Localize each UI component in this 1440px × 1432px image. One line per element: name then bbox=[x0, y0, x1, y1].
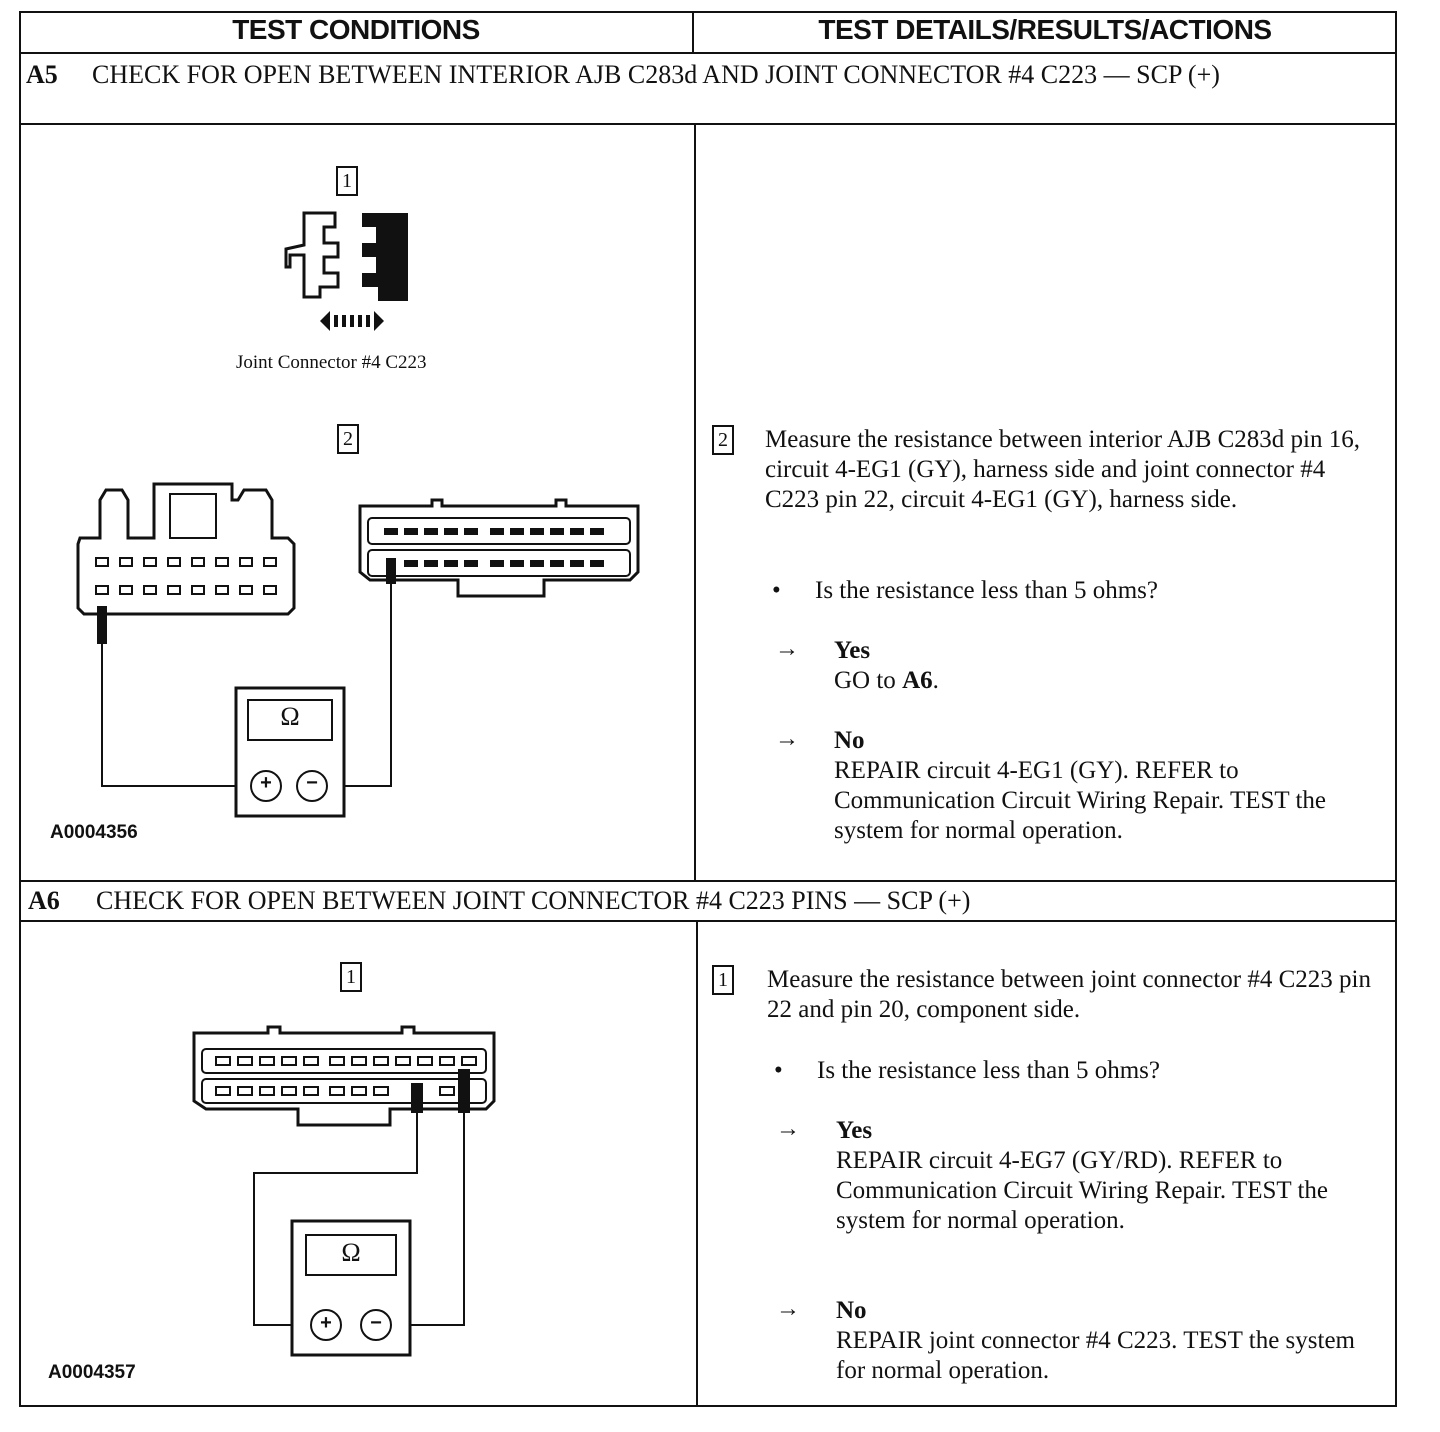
a6-detail-number-box: 1 bbox=[712, 965, 734, 995]
table-frame bbox=[19, 11, 1397, 1407]
rule-a5-title bbox=[19, 123, 1397, 125]
a5-yes-text-suffix: . bbox=[932, 667, 939, 694]
bullet-icon: • bbox=[772, 577, 781, 604]
ohmmeter bbox=[234, 686, 346, 818]
col-divider-a5 bbox=[694, 123, 696, 881]
a5-yes-link-a6[interactable]: A6 bbox=[902, 667, 933, 694]
joint-connector-caption: Joint Connector #4 C223 bbox=[236, 352, 427, 373]
a5-figure-id: A0004356 bbox=[50, 822, 138, 843]
header-test-details: TEST DETAILS/RESULTS/ACTIONS bbox=[818, 14, 1272, 45]
a6-no-text: REPAIR joint connector #4 C223. TEST the… bbox=[836, 1327, 1355, 1384]
a5-no-arrow-icon: → bbox=[775, 726, 799, 752]
ajb-c283d-connector bbox=[76, 482, 296, 644]
bullet-icon: • bbox=[774, 1057, 783, 1084]
a6-meter-minus: − bbox=[370, 1312, 382, 1334]
a5-question-text: Is the resistance less than 5 ohms? bbox=[815, 577, 1158, 604]
a5-no-label: No bbox=[834, 727, 865, 754]
header-test-conditions: TEST CONDITIONS bbox=[232, 14, 480, 45]
a5-ohm-symbol: Ω bbox=[280, 702, 300, 731]
a6-step1-number-box: 1 bbox=[340, 962, 362, 992]
a5-no-block: No REPAIR circuit 4-EG1 (GY). REFER to C… bbox=[834, 726, 1394, 846]
a5-meter-plus: + bbox=[260, 772, 272, 794]
a6-step-id: A6 bbox=[28, 886, 60, 915]
a5-detail-number-box: 2 bbox=[712, 425, 734, 455]
a6-yes-label: Yes bbox=[836, 1117, 873, 1144]
a5-measurement-diagram bbox=[76, 482, 640, 818]
a6-meter-plus: + bbox=[320, 1312, 332, 1334]
a5-detail-text: Measure the resistance between interior … bbox=[765, 426, 1360, 513]
a6-yes-block: Yes REPAIR circuit 4-EG7 (GY/RD). REFER … bbox=[836, 1116, 1396, 1236]
rule-header bbox=[19, 52, 1397, 54]
a5-step-title-text: CHECK FOR OPEN BETWEEN INTERIOR AJB C283… bbox=[92, 60, 1220, 89]
a5-yes-text-prefix: GO to bbox=[834, 667, 903, 694]
a5-no-text: REPAIR circuit 4-EG1 (GY). REFER to Comm… bbox=[834, 757, 1327, 844]
a6-no-label: No bbox=[836, 1297, 867, 1324]
col-divider-header bbox=[692, 11, 694, 53]
a6-yes-text: REPAIR circuit 4-EG7 (GY/RD). REFER to C… bbox=[836, 1147, 1329, 1234]
a6-detail-text: Measure the resistance between joint con… bbox=[767, 966, 1371, 1023]
a5-yes-label: Yes bbox=[834, 637, 871, 664]
ohmmeter bbox=[290, 1219, 412, 1357]
a6-step-title-text: CHECK FOR OPEN BETWEEN JOINT CONNECTOR #… bbox=[96, 886, 971, 915]
joint-connector-c223 bbox=[192, 1025, 496, 1127]
a5-yes-block: Yes GO to A6. bbox=[834, 636, 1384, 696]
a5-yes-arrow-icon: → bbox=[775, 636, 799, 662]
a6-measurement-diagram bbox=[192, 1025, 496, 1357]
joint-connector-c223 bbox=[358, 498, 640, 598]
a6-no-arrow-icon: → bbox=[776, 1296, 800, 1322]
col-divider-a6 bbox=[696, 920, 698, 1407]
a5-step-id: A5 bbox=[26, 60, 58, 89]
a5-step1-number-box: 1 bbox=[336, 166, 358, 196]
a6-question-text: Is the resistance less than 5 ohms? bbox=[817, 1057, 1160, 1084]
a6-figure-id: A0004357 bbox=[48, 1362, 136, 1383]
a6-no-block: No REPAIR joint connector #4 C223. TEST … bbox=[836, 1296, 1381, 1386]
a6-ohm-symbol: Ω bbox=[341, 1238, 361, 1267]
joint-connector-separate-icon bbox=[284, 211, 408, 331]
a5-meter-minus: − bbox=[306, 772, 318, 794]
a5-step2-number-box: 2 bbox=[337, 424, 359, 454]
rule-a6-title-bottom bbox=[19, 920, 1397, 922]
a6-yes-arrow-icon: → bbox=[776, 1116, 800, 1142]
rule-a6-title-top bbox=[19, 880, 1397, 882]
